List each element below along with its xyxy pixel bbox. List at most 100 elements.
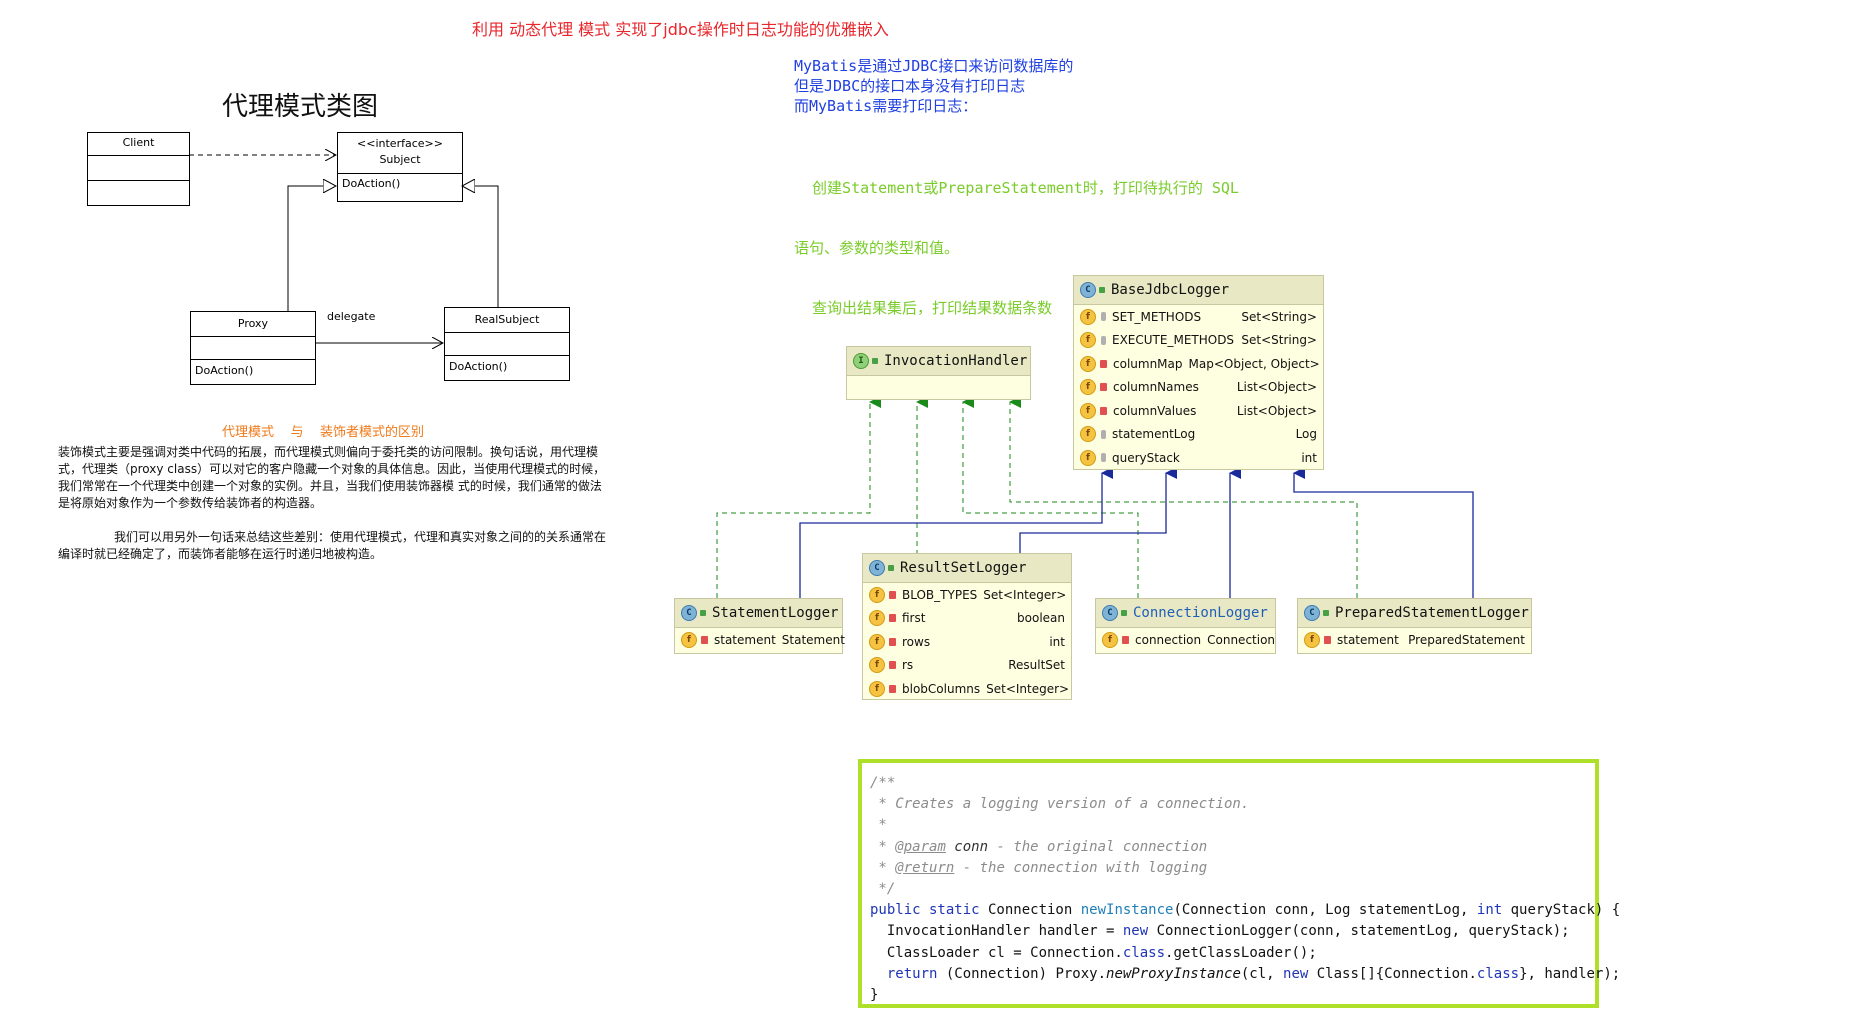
code-token: Class[]{Connection. <box>1308 965 1477 982</box>
code-token: InvocationHandler handler = <box>870 923 1123 940</box>
field-icon: f <box>1304 631 1320 648</box>
code-token: (cl, <box>1240 965 1284 982</box>
field-name: BLOB_TYPES <box>902 587 978 602</box>
field-icon: f <box>1080 402 1096 419</box>
public-icon <box>700 610 706 616</box>
field-icon: f <box>1080 426 1096 443</box>
client-name: Client <box>122 136 155 149</box>
static-field-icon: f <box>869 586 885 603</box>
difference-paragraph-1: 装饰模式主要是强调对类中代码的拓展，而代理模式则偏向于委托类的访问限制。换句话说… <box>58 445 606 510</box>
field-icon: f <box>1080 355 1096 372</box>
field-type: Map<Object, Object> <box>1188 356 1320 371</box>
code-comment-return: * @return - the connection with logging <box>870 858 1595 879</box>
field-type: Connection <box>1207 632 1276 647</box>
code-token: ConnectionLogger(conn, statementLog, que… <box>1148 923 1570 940</box>
real-subject-box: RealSubject DoAction() <box>444 307 570 381</box>
class-icon: C <box>869 560 885 576</box>
private-lock-icon <box>701 635 708 644</box>
package-icon <box>1101 335 1106 345</box>
code-keyword: new <box>1283 965 1309 982</box>
code-line: InvocationHandler handler = new Connecti… <box>870 921 1595 942</box>
code-token: - the original connection <box>988 838 1208 855</box>
field-icon: f <box>1102 631 1118 648</box>
code-line: ClassLoader cl = Connection.class.getCla… <box>870 943 1595 964</box>
field-name: first <box>902 611 926 626</box>
code-token: Connection <box>979 902 1081 919</box>
code-annotation: @param <box>895 838 946 855</box>
mybatis-detail-line: 查询出结果集后，打印结果数据条数 <box>794 299 1053 317</box>
code-token: * <box>870 838 896 855</box>
field-icon: f <box>869 610 885 627</box>
code-line: } <box>870 987 879 1004</box>
field-type: PreparedStatement <box>1408 632 1525 647</box>
field-name: EXECUTE_METHODS <box>1112 333 1235 348</box>
field-type: int <box>1049 634 1065 649</box>
class-name: InvocationHandler <box>884 353 1028 369</box>
field-icon: f <box>1080 449 1096 466</box>
class-name: ConnectionLogger <box>1133 605 1268 621</box>
code-keyword: new <box>1122 923 1149 940</box>
mybatis-note-line: 而MyBatis需要打印日志： <box>794 97 978 115</box>
field-icon: f <box>681 631 697 648</box>
code-function: newInstance <box>1080 902 1174 919</box>
code-keyword: public static <box>870 902 980 919</box>
prepared-impl-line <box>1009 396 1358 598</box>
code-comment-param: * @param conn - the original connection <box>870 837 1595 858</box>
field-row: f BLOB_TYPES Set<Integer> <box>863 583 1071 607</box>
code-snippet: /** * Creates a logging version of a con… <box>858 759 1620 1008</box>
field-type: int <box>1301 450 1317 465</box>
public-icon <box>1121 610 1127 616</box>
subject-box: <<interface>> Subject DoAction() <box>337 132 463 202</box>
class-icon: C <box>1304 605 1320 621</box>
private-lock-icon <box>1100 359 1107 368</box>
proxy-implements-subject <box>287 186 336 311</box>
statement-extends-line <box>799 467 1113 598</box>
class-name: BaseJdbcLogger <box>1111 282 1230 298</box>
field-icon: f <box>869 633 885 650</box>
private-lock-icon <box>1100 383 1107 392</box>
package-icon <box>1101 429 1106 439</box>
field-type: Set<Integer> <box>983 587 1067 602</box>
difference-title: 代理模式 与 装饰者模式的区别 <box>222 425 425 440</box>
field-type: Set<Integer> <box>986 681 1070 696</box>
statement-impl-line <box>716 396 881 598</box>
field-type: List<Object> <box>1236 380 1317 395</box>
real-implements-subject <box>462 186 499 307</box>
real-subject-name: RealSubject <box>474 313 540 326</box>
field-type: List<Object> <box>1236 403 1317 418</box>
connection-impl-line <box>962 396 1139 598</box>
mybatis-detail-line: 语句、参数的类型和值。 <box>794 239 960 257</box>
private-lock-icon <box>889 661 896 670</box>
mybatis-note-line: MyBatis是通过JDBC接口来访问数据库的 <box>794 57 1074 75</box>
field-name: rs <box>902 658 914 673</box>
package-icon <box>1101 453 1106 463</box>
delegate-label: delegate <box>327 310 376 323</box>
private-lock-icon <box>1100 406 1107 415</box>
code-keyword: int <box>1476 902 1503 919</box>
mybatis-note-line: 但是JDBC的接口本身没有打印日志 <box>794 77 1026 95</box>
code-token: ClassLoader cl = Connection. <box>870 944 1123 961</box>
field-icon: f <box>1080 379 1096 396</box>
class-icon: C <box>1102 605 1118 621</box>
field-name: rows <box>902 634 931 649</box>
private-lock-icon <box>889 590 896 599</box>
field-type: ResultSet <box>1008 658 1065 673</box>
code-token: conn <box>945 838 989 855</box>
field-name: queryStack <box>1112 450 1180 465</box>
difference-paragraph-2: 我们可以用另外一句话来总结这些差别：使用代理模式，代理和真实对象之间的的关系通常… <box>58 530 607 561</box>
code-comment: /** <box>870 775 896 791</box>
field-type: Statement <box>781 632 845 647</box>
resultset-extends-line <box>1019 467 1177 553</box>
static-field-icon: f <box>1080 332 1096 349</box>
